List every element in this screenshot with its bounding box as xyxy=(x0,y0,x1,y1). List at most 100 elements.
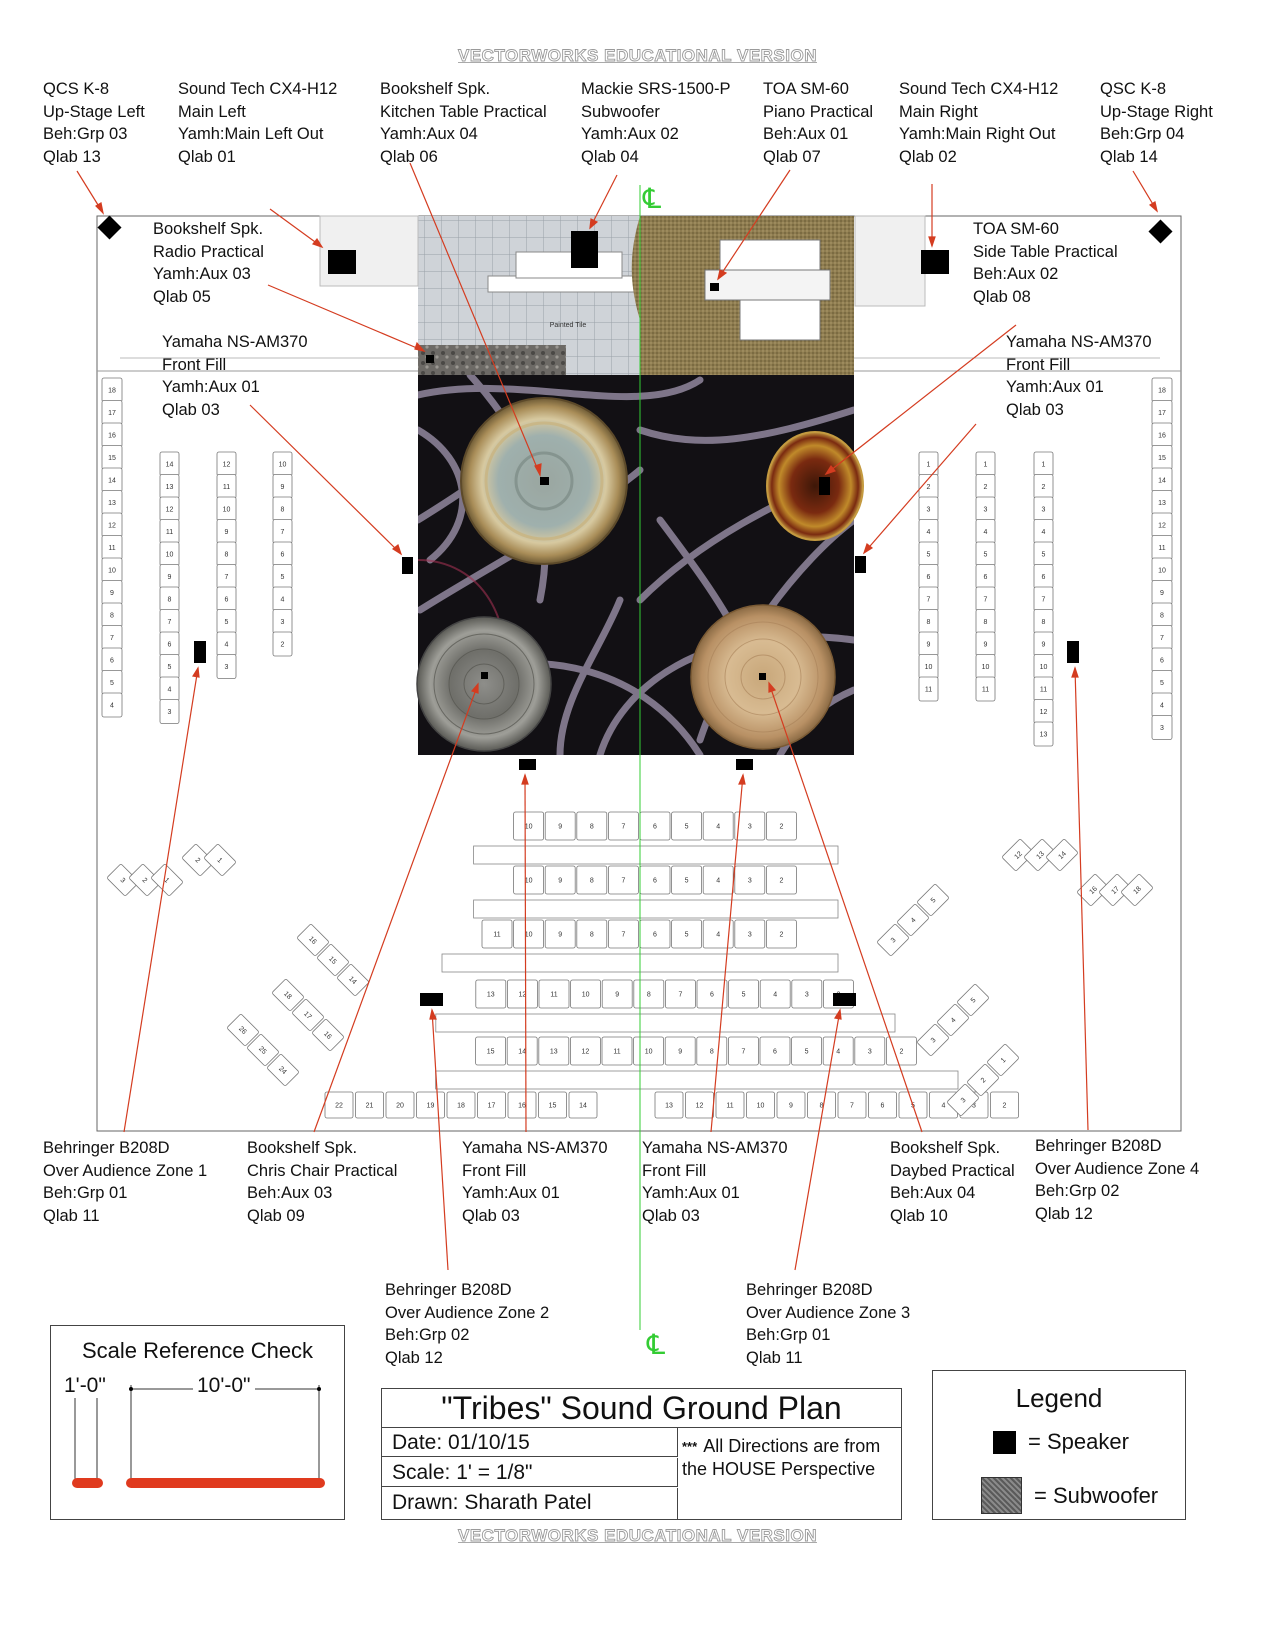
seat: 8 xyxy=(975,609,996,634)
seat-number: 12 xyxy=(696,1103,704,1110)
seat: 2 xyxy=(990,1091,1019,1119)
seat: 5 xyxy=(728,979,759,1009)
seat: 5 xyxy=(957,984,989,1016)
seat: 12 xyxy=(1151,512,1173,538)
seat: 14 xyxy=(101,467,123,493)
seat-number: 7 xyxy=(621,878,625,885)
seat: 18 xyxy=(101,377,123,403)
seat-number: 6 xyxy=(927,574,931,581)
seat-number: 4 xyxy=(716,824,720,831)
seat: 24 xyxy=(267,1054,299,1086)
seat-number: 10 xyxy=(525,824,533,831)
seat: 2 xyxy=(975,474,996,499)
seat-number: 8 xyxy=(590,824,594,831)
speaker-qsc-k8-usl xyxy=(97,215,122,240)
seat: 10 xyxy=(1151,557,1173,583)
seat: 13 xyxy=(159,474,180,499)
seat: 1 xyxy=(204,844,236,876)
seat: 3 xyxy=(877,924,909,956)
seat: 15 xyxy=(317,944,349,976)
seat-number: 6 xyxy=(225,597,229,604)
seat: 5 xyxy=(918,541,939,567)
seat: 2 xyxy=(766,919,797,949)
seat: 3 xyxy=(272,609,293,634)
seat-number: 5 xyxy=(984,552,988,559)
seat: 9 xyxy=(1151,580,1173,605)
seat-number: 17 xyxy=(488,1103,496,1110)
seat-number: 2 xyxy=(193,857,201,865)
directions-note: ***All Directions are from the HOUSE Per… xyxy=(682,1436,881,1479)
seat: 7 xyxy=(608,865,639,895)
seat: 5 xyxy=(1151,670,1173,695)
seat-number: 14 xyxy=(579,1103,587,1110)
seat-number: 4 xyxy=(1042,529,1046,536)
seat: 6 xyxy=(216,586,237,612)
seat-number: 12 xyxy=(166,507,174,514)
seat-number: 6 xyxy=(1042,574,1046,581)
seat-number: 1 xyxy=(1000,1057,1008,1065)
seat-number: 2 xyxy=(779,824,783,831)
seat: 9 xyxy=(101,580,123,605)
speaker-main-right xyxy=(921,250,949,274)
speaker-b208-zone1 xyxy=(194,641,206,663)
leader-lines xyxy=(76,162,1158,1271)
seat: 8 xyxy=(159,586,180,612)
seat: 8 xyxy=(576,811,608,841)
seat: 18 xyxy=(446,1091,476,1119)
seat: 15 xyxy=(538,1091,567,1119)
seat-number: 5 xyxy=(930,897,938,905)
seat: 11 xyxy=(1151,535,1173,560)
seat: 8 xyxy=(633,979,665,1009)
seat: 4 xyxy=(702,865,734,895)
seat-number: 11 xyxy=(982,687,989,694)
seat: 7 xyxy=(159,609,180,634)
seat-number: 8 xyxy=(710,1049,714,1056)
seat-number: 2 xyxy=(984,484,988,491)
seat-number: 16 xyxy=(1158,433,1166,440)
seat: 15 xyxy=(475,1036,507,1066)
speaker-b208-zone4 xyxy=(1067,641,1079,663)
seat: 7 xyxy=(1151,625,1173,650)
seat: 26 xyxy=(227,1014,259,1046)
seat: 18 xyxy=(1151,377,1173,403)
seat: 5 xyxy=(1033,541,1054,567)
seat-number: 10 xyxy=(223,507,231,514)
seat: 4 xyxy=(759,979,791,1009)
seat: 12 xyxy=(685,1091,714,1119)
seat-number: 6 xyxy=(710,992,714,999)
seat: 3 xyxy=(734,919,766,949)
seat-number: 6 xyxy=(984,574,988,581)
seat: 15 xyxy=(1151,445,1173,470)
seat-number: 8 xyxy=(590,878,594,885)
seat: 16 xyxy=(1151,422,1173,448)
seat-number: 7 xyxy=(1042,597,1046,604)
seat-number: 25 xyxy=(257,1045,268,1056)
seat-number: 13 xyxy=(550,1049,558,1056)
speaker-main-left xyxy=(328,250,356,274)
seat: 10 xyxy=(513,919,544,949)
seat: 10 xyxy=(513,811,544,841)
seat: 16 xyxy=(1077,874,1109,906)
seat-number: 15 xyxy=(108,455,116,462)
seat: 15 xyxy=(101,445,123,470)
seat: 2 xyxy=(1033,474,1054,499)
seat: 5 xyxy=(917,884,949,916)
seat-number: 8 xyxy=(168,597,172,604)
seat: 5 xyxy=(671,865,702,895)
seat: 7 xyxy=(918,586,939,612)
seat-number: 5 xyxy=(685,878,689,885)
seat: 10 xyxy=(216,496,237,522)
seat-number: 3 xyxy=(805,992,809,999)
seat-number: 2 xyxy=(779,878,783,885)
seat: 10 xyxy=(975,654,996,679)
seat-number: 17 xyxy=(108,410,116,417)
seat-number: 13 xyxy=(487,992,495,999)
seat-number: 5 xyxy=(685,824,689,831)
seat: 6 xyxy=(975,564,996,589)
seat: 7 xyxy=(608,919,639,949)
scale-long-label: 10'-0" xyxy=(193,1374,255,1398)
seat: 4 xyxy=(1033,519,1054,544)
red-oval-rug xyxy=(766,431,864,541)
